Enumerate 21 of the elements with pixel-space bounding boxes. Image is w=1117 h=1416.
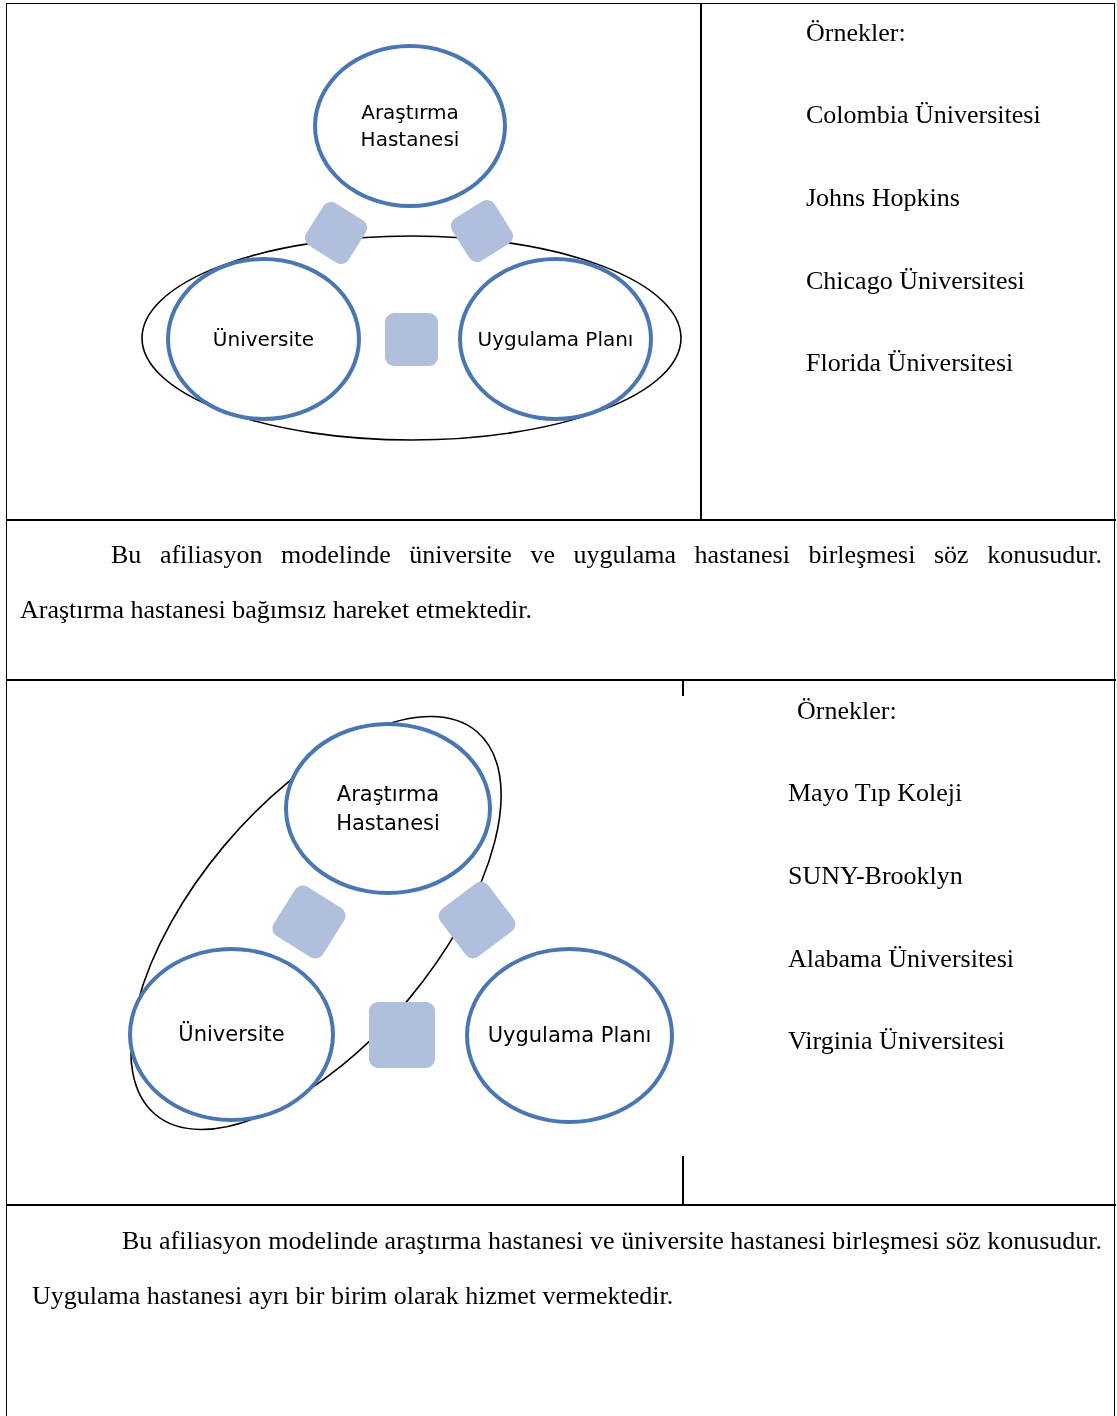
circle-node: Uygulama Planı: [458, 257, 653, 421]
example-text: Alabama Üniversitesi: [788, 944, 1014, 974]
rounded-square: [369, 1002, 435, 1068]
circle-node: Üniversite: [166, 257, 361, 421]
example-text: Örnekler:: [806, 18, 906, 48]
circle-node: Araştırma Hastanesi: [284, 722, 492, 895]
paragraph: Bu afiliasyon modelinde üniversite ve uygulama hastanesi birleşmesi söz konusudur. Araştırma hastanesi bağımsız hareket etmektedir.: [20, 539, 1102, 626]
enclosing-ellipse: [141, 235, 682, 441]
rounded-square: [384, 312, 438, 366]
example-text: Örnekler:: [797, 696, 897, 726]
example-text: Johns Hopkins: [806, 183, 960, 213]
example-text: Mayo Tıp Koleji: [788, 778, 963, 808]
example-text: SUNY-Brooklyn: [788, 861, 963, 891]
circle-node: Araştırma Hastanesi: [313, 44, 507, 208]
example-text: Virginia Üniversitesi: [788, 1026, 1005, 1056]
paragraph: Bu afiliasyon modelinde araştırma hastanesi ve üniversite hastanesi birleşmesi söz konusudur. Uygulama hastanesi ayrı bir birim olarak hizmet vermektedir.: [32, 1225, 1102, 1312]
example-text: Chicago Üniversitesi: [806, 266, 1025, 296]
example-text: Colombia Üniversitesi: [806, 100, 1041, 130]
example-text: Florida Üniversitesi: [806, 348, 1014, 378]
circle-node: Uygulama Planı: [465, 947, 674, 1124]
circle-node: Üniversite: [128, 947, 335, 1122]
